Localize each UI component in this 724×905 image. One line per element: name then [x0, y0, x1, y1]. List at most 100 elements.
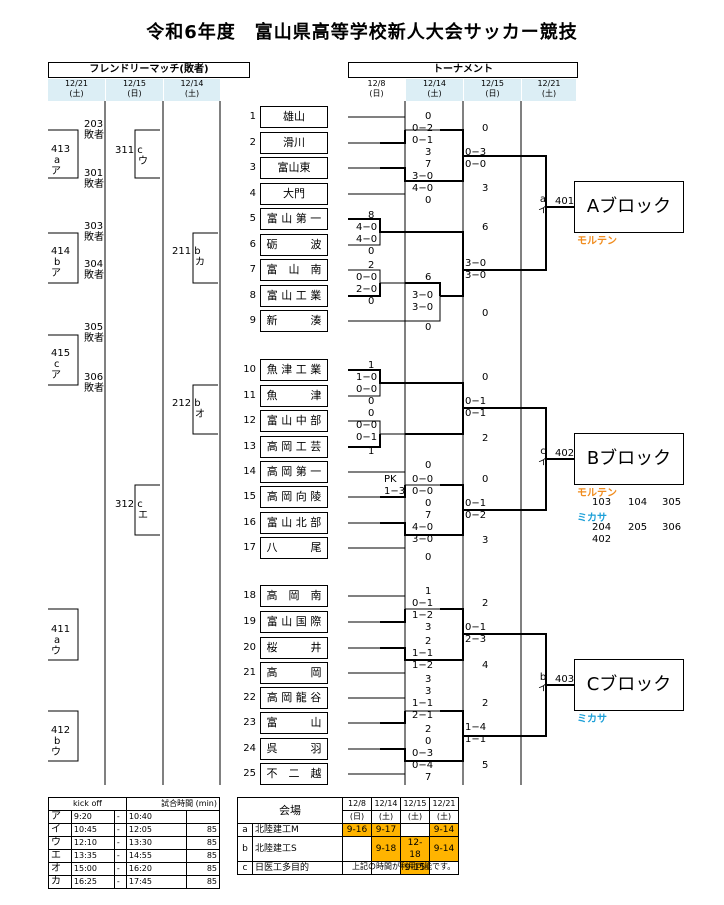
friendly-header: フレンドリーマッチ(敗者) [48, 62, 250, 78]
score-label: 1 [368, 360, 375, 371]
team-name: 富 山 北 部 [260, 512, 328, 534]
score-label: 3−0 [412, 534, 434, 545]
mikasa-match: 306 [662, 522, 682, 533]
date-label: 12/14 [180, 79, 204, 88]
match-venue: b [194, 246, 201, 257]
match-time: カ [195, 257, 205, 268]
match-number: 415 [51, 348, 71, 359]
team-name: 高 岡 向 陵 [260, 486, 328, 508]
score-label: 3−0 [412, 171, 434, 182]
start-time: 13:35 [70, 849, 115, 863]
ball-brand-label: ミカサ [577, 714, 607, 725]
venue-date: 12/8 [342, 797, 372, 811]
day-label: (土) [427, 89, 442, 98]
team-name: 富 山 中 部 [260, 410, 328, 432]
score-label: 0−1 [465, 396, 487, 407]
time-code: ア [48, 810, 72, 824]
tournament-date-3: 12/15(日) [464, 79, 522, 101]
score-label: 0 [482, 474, 489, 485]
match-venue: c [137, 145, 143, 156]
score-label: 0 [482, 123, 489, 134]
match-time: ウ [51, 646, 61, 657]
ref-id: 203 [84, 119, 104, 130]
mikasa-match: 204 [592, 522, 612, 533]
team-number: 4 [249, 188, 256, 199]
venue-day: (土) [371, 810, 401, 824]
score-label: 1−3 [384, 486, 406, 497]
team-number: 20 [243, 642, 256, 653]
ref-id: 301 [84, 168, 104, 179]
ref-id: 304 [84, 259, 104, 270]
score-label: 0−3 [465, 147, 487, 158]
score-label: 0−0 [412, 486, 434, 497]
score-label: 3 [425, 674, 432, 685]
venue-day: (土) [400, 810, 430, 824]
venue-row: b 北陸建工S 9-18 12-18 9-14 [237, 836, 459, 862]
score-label: 2 [368, 260, 375, 271]
score-label: 2 [482, 433, 489, 444]
score-label: 7 [425, 772, 432, 783]
friendly-date-1: 12/21(土) [48, 79, 106, 101]
score-label: 2 [425, 724, 432, 735]
end-time: 16:20 [125, 862, 188, 876]
team-number: 19 [243, 616, 256, 627]
ref-sub: 敗者 [84, 270, 104, 281]
score-label: 0−4 [412, 760, 434, 771]
score-label: 1 [368, 446, 375, 457]
team-number: 22 [243, 692, 256, 703]
score-label: 0 [368, 408, 375, 419]
match-number: 311 [115, 145, 135, 156]
score-label: 1−1 [465, 734, 487, 745]
score-label: 8 [368, 210, 375, 221]
score-label: 3 [482, 183, 489, 194]
venue-name: 日医工多目的 [252, 861, 343, 875]
date-label: 12/8 [367, 79, 386, 88]
score-label: 0−3 [412, 748, 434, 759]
start-time: 9:20 [70, 810, 115, 824]
team-number: 12 [243, 415, 256, 426]
block-a-label: Aブロック [574, 181, 684, 233]
kickoff-header: kick off [48, 797, 127, 811]
day-label: (土) [184, 89, 200, 98]
score-label: 1−1 [412, 698, 434, 709]
score-label: 0−1 [412, 598, 434, 609]
team-name: 滑川 [260, 132, 328, 154]
score-label: 0−1 [356, 432, 378, 443]
venue-date: 12/15 [400, 797, 430, 811]
day-label: (土) [541, 89, 557, 98]
venue-note: 上記の時間が利用可能です。 [352, 862, 456, 871]
score-label: 3−0 [465, 270, 487, 281]
team-number: 14 [243, 466, 256, 477]
score-label: 0−0 [465, 159, 487, 170]
ref-id: 303 [84, 221, 104, 232]
team-name: 富 山 南 [260, 259, 328, 281]
team-number: 17 [243, 542, 256, 553]
score-label: 3 [425, 686, 432, 697]
venue-slot [429, 861, 459, 875]
score-label: 0−1 [465, 498, 487, 509]
venue-code: a [539, 194, 547, 205]
score-label: 4−0 [356, 234, 378, 245]
team-number: 10 [243, 364, 256, 375]
team-number: 2 [249, 137, 256, 148]
score-label: 4−0 [356, 222, 378, 233]
match-time: オ [195, 409, 205, 420]
team-number: 18 [243, 590, 256, 601]
score-label: 7 [425, 510, 432, 521]
team-name: 不 二 越 [260, 763, 328, 785]
team-name: 富 山 第 一 [260, 208, 328, 230]
venue-date: 12/14 [371, 797, 401, 811]
venue-header-row: 会場 12/8 12/14 12/15 12/21 [237, 797, 459, 824]
ref-sub: 敗者 [84, 130, 104, 141]
page-title: 令和6年度 富山県高等学校新人大会サッカー競技 [146, 22, 578, 43]
time-code: エ [48, 849, 72, 863]
